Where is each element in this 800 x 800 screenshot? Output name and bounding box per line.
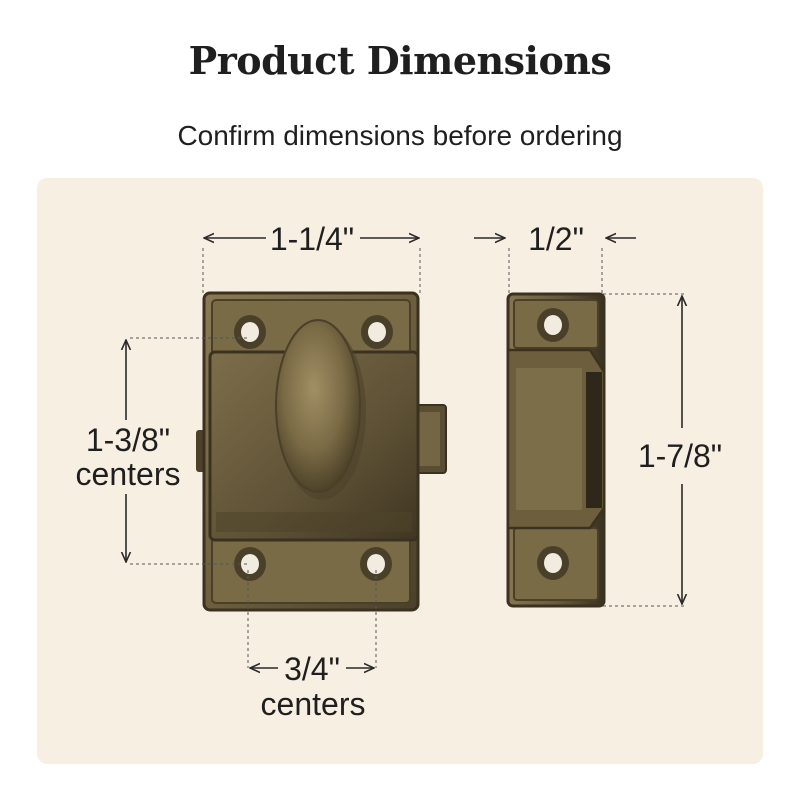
mounting-width-note: centers <box>261 686 366 722</box>
mounting-width-value: 3/4" <box>284 651 340 687</box>
page-subtitle: Confirm dimensions before ordering <box>177 120 623 151</box>
side-depth-label: 1/2" <box>528 221 584 257</box>
dimension-arrows <box>126 238 682 668</box>
latch-side-view <box>506 292 606 608</box>
screw-holes-front <box>234 315 393 581</box>
extension-lines <box>130 248 686 668</box>
mounting-height-note: centers <box>76 456 181 492</box>
page-title: Product Dimensions <box>188 38 612 83</box>
latch-front-view <box>196 291 447 612</box>
overall-height-label: 1-7/8" <box>638 438 722 474</box>
mounting-height-value: 1-3/8" <box>86 422 170 458</box>
front-width-label: 1-1/4" <box>270 221 354 257</box>
